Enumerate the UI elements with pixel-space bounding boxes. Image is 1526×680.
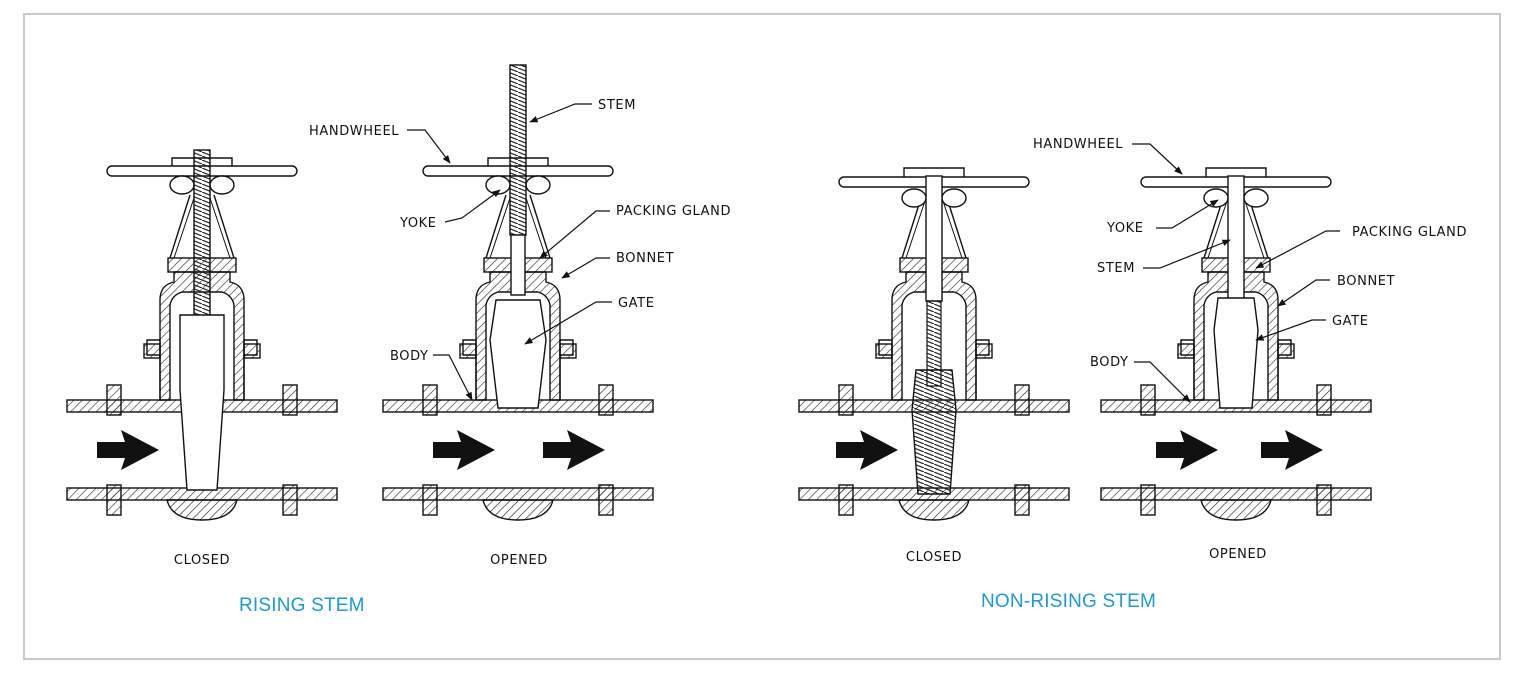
label-rising-gate: GATE (618, 296, 655, 311)
rising-stem-title: RISING STEM (239, 595, 365, 616)
nonrising-stem-title: NON-RISING STEM (981, 591, 1157, 612)
caption-rising-opened: OPENED (490, 553, 548, 568)
label-rising-packing-gland: PACKING GLAND (616, 204, 731, 219)
label-nonrising-handwheel: HANDWHEEL (1033, 137, 1123, 152)
label-rising-yoke: YOKE (399, 216, 437, 231)
label-nonrising-gate: GATE (1332, 314, 1369, 329)
caption-nonrising-closed: CLOSED (906, 550, 962, 565)
rising-opened-valve (382, 64, 654, 521)
callout-lines (407, 103, 1340, 403)
label-nonrising-bonnet: BONNET (1337, 274, 1395, 289)
label-rising-bonnet: BONNET (616, 251, 674, 266)
label-nonrising-body: BODY (1090, 355, 1129, 370)
label-nonrising-yoke: YOKE (1106, 221, 1144, 236)
label-nonrising-stem: STEM (1097, 261, 1135, 276)
rising-closed-valve (66, 149, 338, 521)
caption-rising-closed: CLOSED (174, 553, 230, 568)
nonrising-closed-valve (798, 167, 1070, 521)
label-nonrising-packing-gland: PACKING GLAND (1352, 225, 1467, 240)
label-rising-body: BODY (390, 349, 429, 364)
caption-nonrising-opened: OPENED (1209, 547, 1267, 562)
label-rising-handwheel: HANDWHEEL (309, 124, 399, 139)
label-rising-stem: STEM (598, 98, 636, 113)
nonrising-opened-valve (1100, 167, 1372, 521)
